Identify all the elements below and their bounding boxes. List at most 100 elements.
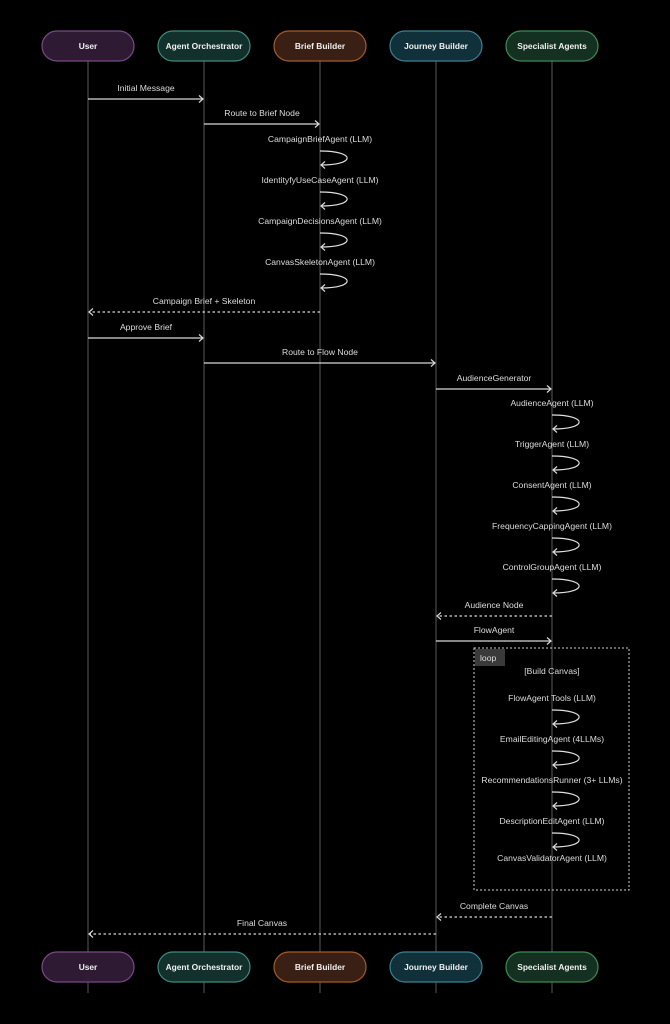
arrowhead-icon	[320, 243, 326, 251]
self-call: EmailEditingAgent (4LLMs)	[500, 734, 604, 769]
message-arrow: FlowAgent	[436, 625, 552, 645]
arrowhead-icon	[198, 334, 204, 342]
participant-label: Agent Orchestrator	[166, 41, 244, 51]
message-arrow: Approve Brief	[88, 322, 204, 342]
message-arrow: Final Canvas	[88, 918, 436, 938]
self-loop-arrow	[551, 537, 580, 553]
participant-label: Specialist Agents	[517, 41, 587, 51]
message-arrow: Route to Brief Node	[204, 108, 320, 128]
self-call-label: CampaignBriefAgent (LLM)	[268, 134, 372, 144]
self-call-label: TriggerAgent (LLM)	[515, 439, 589, 449]
arrowhead-icon	[314, 120, 320, 128]
participant-specialist-bottom[interactable]: Specialist Agents	[505, 951, 599, 983]
self-loop-arrow	[551, 578, 580, 594]
arrowhead-icon	[430, 359, 436, 367]
message-label: Initial Message	[117, 83, 175, 93]
arrowhead-icon	[198, 95, 204, 103]
participant-user-top[interactable]: User	[41, 30, 135, 62]
self-call: AudienceAgent (LLM)	[510, 398, 594, 433]
message-label: Complete Canvas	[460, 901, 528, 911]
message-arrow: Complete Canvas	[436, 901, 552, 921]
self-call-label: DescriptionEditAgent (LLM)	[499, 816, 604, 826]
arrowhead-icon	[552, 720, 558, 728]
participant-user-bottom[interactable]: User	[41, 951, 135, 983]
self-call: ControlGroupAgent (LLM)	[503, 562, 602, 597]
participant-journey-bottom[interactable]: Journey Builder	[389, 951, 483, 983]
arrowhead-icon	[552, 761, 558, 769]
message-arrow: Initial Message	[88, 83, 204, 103]
participant-brief-top[interactable]: Brief Builder	[273, 30, 367, 62]
arrowhead-icon	[88, 308, 94, 316]
self-call-label: FlowAgent Tools (LLM)	[508, 693, 596, 703]
self-loop-arrow	[319, 232, 348, 248]
arrowhead-icon	[546, 385, 552, 393]
message-label: FlowAgent	[474, 625, 515, 635]
arrowhead-icon	[88, 930, 94, 938]
self-call-label: AudienceAgent (LLM)	[510, 398, 593, 408]
message-label: Final Canvas	[237, 918, 287, 928]
participant-label: Journey Builder	[404, 41, 468, 51]
loop-label: loop	[480, 653, 496, 663]
self-call: CampaignDecisionsAgent (LLM)	[258, 216, 382, 251]
self-call: TriggerAgent (LLM)	[515, 439, 589, 474]
self-loop-arrow	[551, 832, 580, 848]
arrowhead-icon	[436, 612, 442, 620]
self-loop-arrow	[551, 414, 580, 430]
self-call-label: EmailEditingAgent (4LLMs)	[500, 734, 604, 744]
arrowhead-icon	[552, 466, 558, 474]
arrowhead-icon	[320, 284, 326, 292]
arrowhead-icon	[546, 637, 552, 645]
message-label: Campaign Brief + Skeleton	[153, 296, 256, 306]
self-call-label: ConsentAgent (LLM)	[512, 480, 591, 490]
self-call-label: RecommendationsRunner (3+ LLMs)	[481, 775, 622, 785]
participant-label: Brief Builder	[295, 962, 346, 972]
arrowhead-icon	[552, 425, 558, 433]
arrowhead-icon	[552, 589, 558, 597]
participant-label: User	[79, 962, 98, 972]
self-call-label: CanvasSkeletonAgent (LLM)	[265, 257, 375, 267]
self-loop-arrow	[319, 191, 348, 207]
self-loop-arrow	[551, 496, 580, 512]
message-label: Audience Node	[465, 600, 524, 610]
self-loop-arrow	[319, 273, 348, 289]
message-label: Route to Brief Node	[224, 108, 300, 118]
self-call: RecommendationsRunner (3+ LLMs)	[481, 775, 623, 810]
participant-orchestrator-top[interactable]: Agent Orchestrator	[157, 30, 251, 62]
participant-journey-top[interactable]: Journey Builder	[389, 30, 483, 62]
message-label: Route to Flow Node	[282, 347, 358, 357]
message-arrow: Campaign Brief + Skeleton	[88, 296, 320, 316]
self-call-label: CampaignDecisionsAgent (LLM)	[258, 216, 382, 226]
self-loop-arrow	[319, 150, 348, 166]
arrowhead-icon	[552, 843, 558, 851]
arrowhead-icon	[552, 802, 558, 810]
arrowhead-icon	[320, 202, 326, 210]
message-arrow: Audience Node	[436, 600, 552, 620]
self-call: DescriptionEditAgent (LLM)	[499, 816, 605, 851]
message-arrow: Route to Flow Node	[204, 347, 436, 367]
participant-label: Journey Builder	[404, 962, 468, 972]
participant-brief-bottom[interactable]: Brief Builder	[273, 951, 367, 983]
arrowhead-icon	[552, 507, 558, 515]
self-call: CanvasSkeletonAgent (LLM)	[265, 257, 375, 292]
participant-specialist-top[interactable]: Specialist Agents	[505, 30, 599, 62]
participant-label: Specialist Agents	[517, 962, 587, 972]
loop-tag	[475, 649, 505, 666]
arrowhead-icon	[320, 161, 326, 169]
self-call-label: IdentityfyUseCaseAgent (LLM)	[261, 175, 378, 185]
self-call: ConsentAgent (LLM)	[512, 480, 592, 515]
self-call-label: FrequencyCappingAgent (LLM)	[492, 521, 612, 531]
self-call: FlowAgent Tools (LLM)	[508, 693, 596, 728]
self-loop-arrow	[551, 455, 580, 471]
self-loop-arrow	[551, 791, 580, 807]
self-call-label: CanvasValidatorAgent (LLM)	[497, 853, 607, 863]
self-call-label: ControlGroupAgent (LLM)	[503, 562, 602, 572]
arrowhead-icon	[436, 913, 442, 921]
self-call: IdentityfyUseCaseAgent (LLM)	[261, 175, 379, 210]
participant-label: Brief Builder	[295, 41, 346, 51]
loop-fragment: loop[Build Canvas]	[473, 647, 630, 891]
message-arrow: AudienceGenerator	[436, 373, 552, 393]
participant-orchestrator-bottom[interactable]: Agent Orchestrator	[157, 951, 251, 983]
participant-label: Agent Orchestrator	[166, 962, 244, 972]
message-label: AudienceGenerator	[457, 373, 532, 383]
